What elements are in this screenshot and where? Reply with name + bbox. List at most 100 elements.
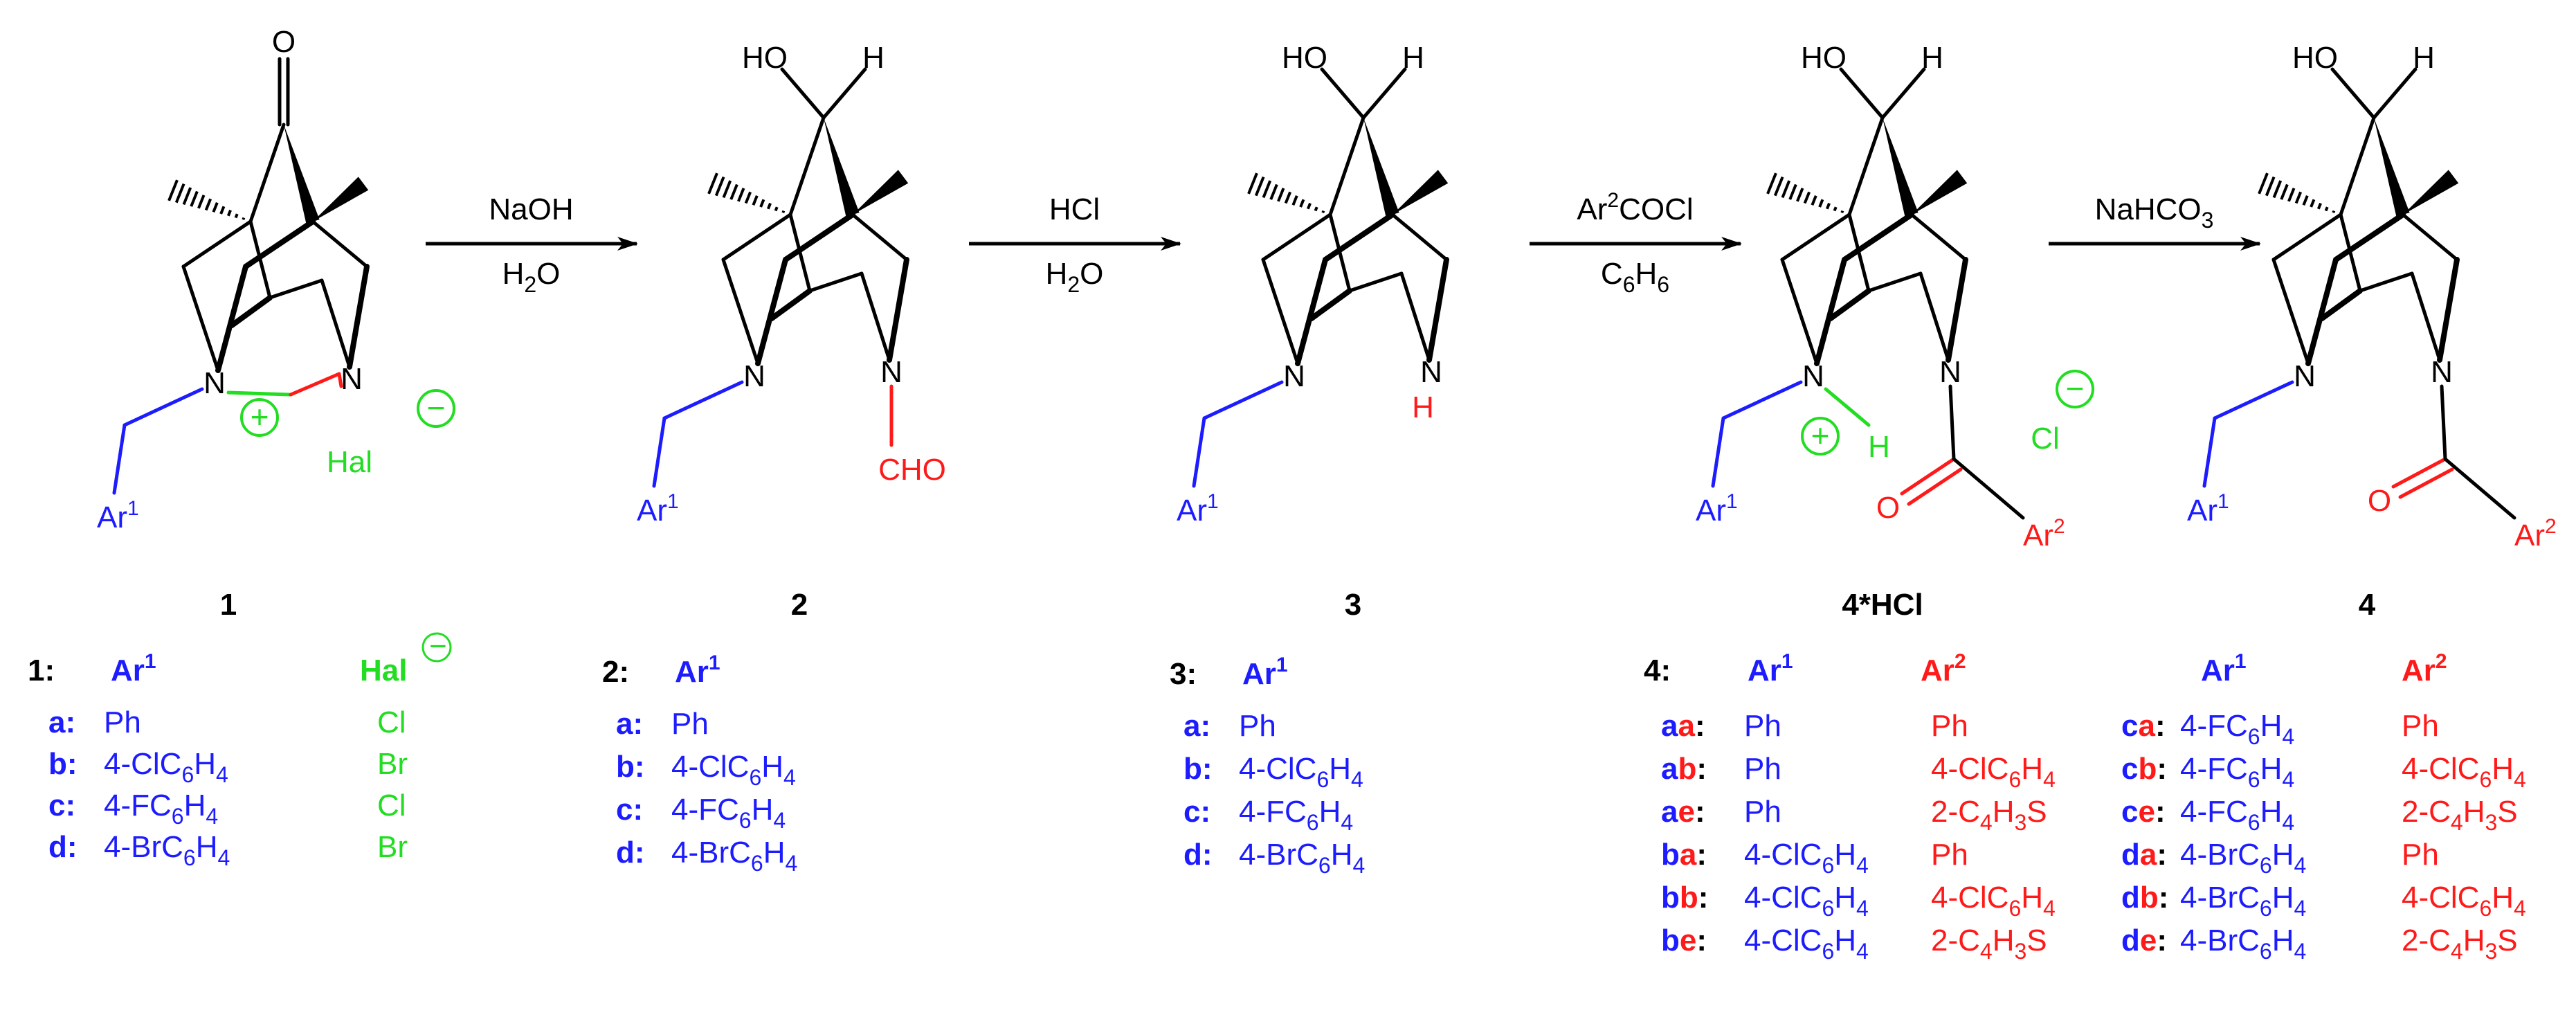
hash-line <box>1314 206 1318 212</box>
table3-col-ar1: Ar1 <box>1242 654 1288 691</box>
reagent-top-3: Ar2COCl <box>1577 189 1693 226</box>
bridge-bond <box>2339 116 2376 217</box>
methyl-wedge <box>313 177 369 222</box>
hydrogen-label: H <box>2413 41 2435 75</box>
bridge-bond <box>788 116 826 217</box>
cage-bond <box>311 219 369 269</box>
methyl-hashed <box>1766 172 1844 214</box>
cage-bond <box>1399 271 1431 362</box>
table4-left-ar1: Ph <box>1744 795 1781 829</box>
table4-left-ar2: 4-ClC6H4 <box>1931 881 2056 921</box>
table1-row-code: a: <box>48 705 75 739</box>
cage-bond <box>268 278 324 300</box>
hydrogen-label: H <box>1402 41 1424 75</box>
hash-line <box>219 206 226 215</box>
reagent-top-2: HCl <box>1049 192 1100 226</box>
bridge-wedge <box>2374 118 2410 217</box>
carbonyl-bond <box>2391 457 2447 489</box>
hash-line <box>737 188 745 202</box>
hash-line <box>2324 206 2329 212</box>
table4-left-ar2: 2-C4H3S <box>1931 795 2047 835</box>
table1-row-hal: Br <box>377 830 408 864</box>
cage-bond <box>347 264 370 370</box>
table4-left-ar1: 4-ClC6H4 <box>1744 881 1869 921</box>
hash-line <box>212 202 219 213</box>
table4-right-ar2: Ph <box>2402 709 2439 743</box>
methyl-wedge <box>853 170 909 215</box>
methyl-hashed <box>1247 172 1325 214</box>
hash-line <box>1781 180 1791 199</box>
reagent-top-1: NaOH <box>489 192 573 226</box>
methyl-hashed <box>707 172 786 214</box>
hash-line <box>2294 191 2303 204</box>
hydroxyl-bond <box>780 67 826 120</box>
methyl-hashed <box>2258 172 2336 214</box>
aminal-bond <box>289 372 341 397</box>
cage-bond <box>1867 271 1923 293</box>
table1-row-code: d: <box>48 830 78 864</box>
table1-hal-minus: − <box>429 629 447 663</box>
table1-row-hal: Cl <box>377 705 406 739</box>
hash-line <box>2310 199 2316 208</box>
hash-line <box>1818 199 1824 208</box>
carbonyl-bond <box>1900 457 1956 496</box>
cage-bond <box>755 257 788 366</box>
table1-row-code: b: <box>48 747 78 781</box>
methyl-hashed <box>167 179 246 221</box>
bridge-bond <box>248 123 286 224</box>
nitrogen-left: N <box>203 366 226 400</box>
nh-hydrogen: H <box>1412 390 1434 424</box>
compound-label-c4HCl: 4*HCl <box>1842 588 1923 622</box>
plus-charge-sign: + <box>251 399 269 435</box>
table4-col-ar2-right: Ar2 <box>2402 650 2447 687</box>
bridge-bond <box>1328 116 1366 217</box>
hydroxyl-label: HO <box>1801 41 1847 75</box>
hash-line <box>759 199 765 208</box>
cage-bond <box>320 278 352 369</box>
cage-bond <box>1828 288 1871 321</box>
hash-line <box>774 206 779 212</box>
hash-line <box>1803 191 1811 204</box>
nitrogen-right: N <box>1420 355 1442 389</box>
cage-bond <box>2358 271 2414 293</box>
hash-line <box>1796 188 1804 202</box>
nh-bond <box>1824 387 1871 427</box>
cage-bond <box>1919 271 1950 362</box>
table4-col-ar1-right: Ar1 <box>2201 650 2247 687</box>
benzyl-bond <box>652 416 666 488</box>
hash-line <box>714 176 725 197</box>
hash-line <box>2316 202 2322 210</box>
carbonyl-bond <box>1907 467 1963 506</box>
hash-line <box>197 195 206 209</box>
table4-right-ar2: Ph <box>2402 838 2439 872</box>
table1-col-ar1: Ar1 <box>111 650 156 687</box>
cage-bond <box>2319 288 2363 321</box>
hash-line <box>1825 202 1831 210</box>
table2-col-ar1: Ar1 <box>675 651 720 689</box>
hash-line <box>744 191 752 204</box>
benzyl-bond <box>123 387 204 427</box>
minus-charge <box>2056 370 2094 408</box>
cage-bond <box>1323 212 1395 262</box>
table3-row-ar1: 4-BrC6H4 <box>1239 838 1365 878</box>
table1-row-hal: Cl <box>377 789 406 822</box>
plus-charge-sign: + <box>1811 417 1830 453</box>
table1-row-ar1: 4-FC6H4 <box>104 789 218 829</box>
hash-line <box>1766 172 1777 195</box>
plus-charge <box>1801 417 1840 456</box>
cage-bond <box>1814 257 1847 366</box>
chloride-label: Cl <box>2031 422 2060 456</box>
aminal-bond <box>226 390 293 397</box>
hydrogen-bond <box>822 67 867 120</box>
table2-row-code: a: <box>616 707 643 741</box>
table4-left-ar1: Ph <box>1744 752 1781 786</box>
benzyl-bond <box>112 423 127 495</box>
cage-bond <box>887 257 909 363</box>
table3-row-ar1: 4-ClC6H4 <box>1239 752 1363 792</box>
methyl-wedge <box>1393 170 1449 215</box>
hash-line <box>1269 183 1278 200</box>
bridge-bond <box>1847 116 1885 217</box>
aminal-bond <box>337 372 343 388</box>
hash-line <box>707 172 718 195</box>
cage-bond <box>181 264 220 372</box>
